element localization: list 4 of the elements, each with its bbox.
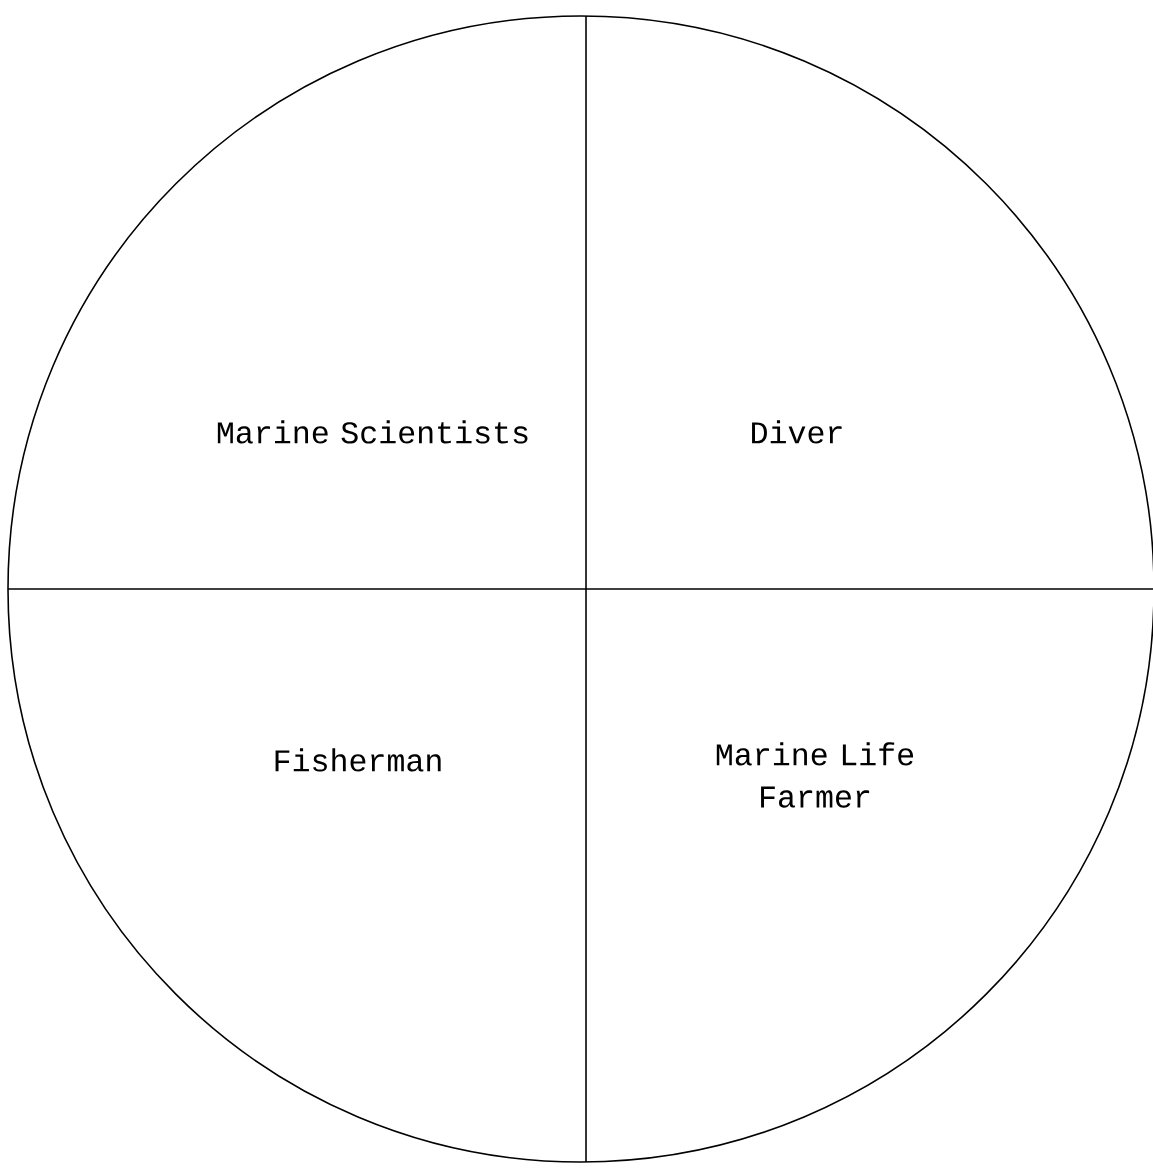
quadrant-label: Marine Life Farmer (716, 742, 914, 808)
quadrant-label: Fisherman (275, 748, 441, 772)
quadrant-label: Diver (752, 420, 842, 444)
quadrant-label: Marine Scientists (217, 420, 528, 444)
